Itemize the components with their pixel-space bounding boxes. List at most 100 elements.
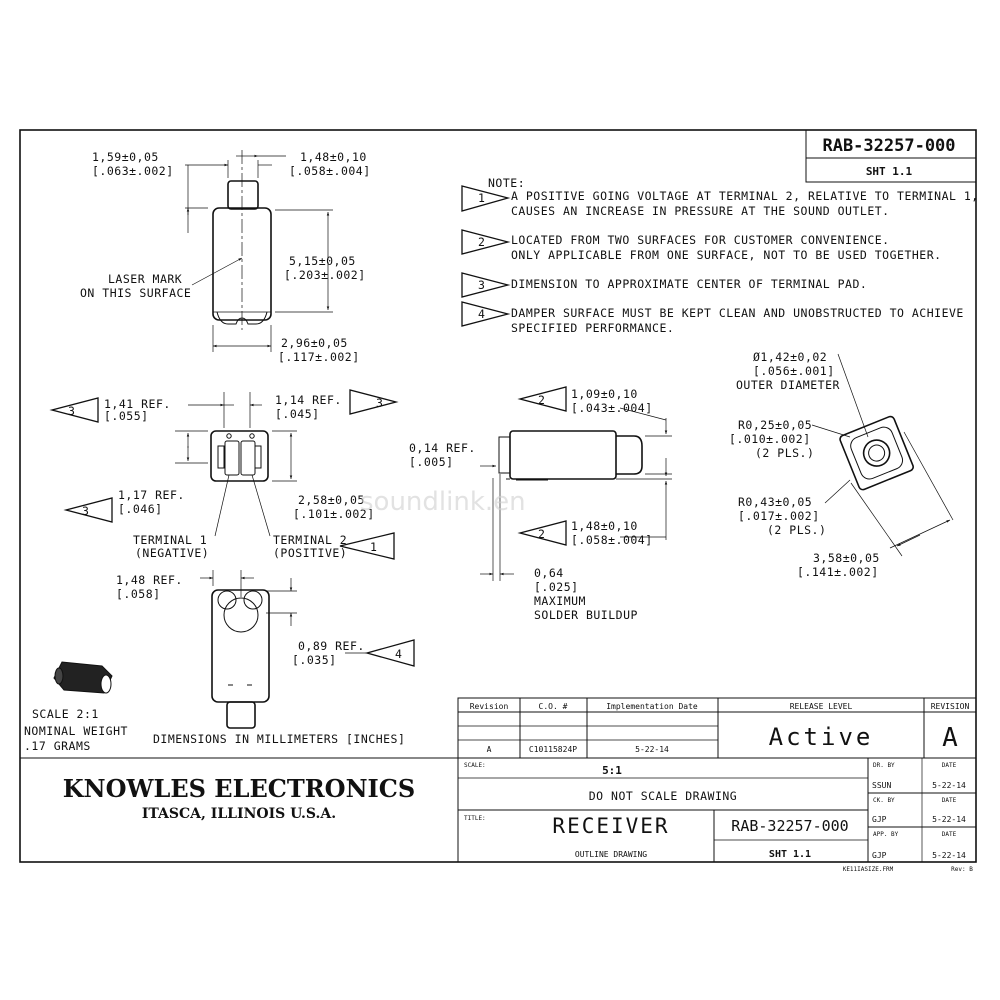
approval-ck-date-label: DATE [942, 797, 957, 804]
flag-2-top [517, 386, 567, 412]
note-flag-1-num: 1 [478, 191, 485, 205]
watermark: soundlink.en [360, 487, 526, 517]
part-number-header: RAB-32257-000 [822, 136, 955, 156]
dim-1-59: 1,59±0,05 [92, 150, 159, 164]
revision-value: A [942, 723, 958, 753]
flag-1 [339, 532, 395, 560]
laser-mark-label-1: LASER MARK [108, 272, 182, 286]
rev-header-co: C.O. # [539, 702, 568, 711]
dim-2-96-in: [.117±.002] [278, 350, 360, 364]
note-4-line-1: DAMPER SURFACE MUST BE KEPT CLEAN AND UN… [511, 306, 964, 320]
revision-label: REVISION [931, 702, 970, 711]
rev-row-co: C10115824P [529, 745, 577, 754]
dim-0-14-in: [.005] [409, 455, 454, 469]
flag-3-left-a [49, 397, 99, 423]
svg-text:1: 1 [370, 540, 377, 554]
revision-table: Revision C.O. # Implementation Date A C1… [457, 697, 977, 759]
end-view-body [839, 415, 914, 491]
note-flag-4 [461, 301, 511, 327]
dim-r0-25-pls: (2 PLS.) [755, 446, 814, 460]
title-part-number: RAB-32257-000 [731, 817, 848, 835]
release-level-value: Active [769, 723, 874, 751]
drawing-title: RECEIVER [552, 814, 669, 838]
note-2-line-2: ONLY APPLICABLE FROM ONE SURFACE, NOT TO… [511, 248, 942, 262]
terminal-1-polarity: (NEGATIVE) [135, 546, 209, 560]
sheet-number-header: SHT 1.1 [866, 165, 913, 178]
dim-1-48-side: 1,48±0,10 [571, 519, 638, 533]
damper-view-nozzle [226, 701, 256, 729]
frame-file-name: KE11IASIZE.FRM [843, 866, 894, 873]
note-3-line-1: DIMENSION TO APPROXIMATE CENTER OF TERMI… [511, 277, 867, 291]
approval-app-date-label: DATE [942, 831, 957, 838]
note-flag-4-num: 4 [478, 307, 485, 321]
note-flag-1 [461, 185, 511, 212]
dim-1-14-in: [.045] [275, 407, 320, 421]
dim-1-59-in: [.063±.002] [92, 164, 174, 178]
dim-3-58: 3,58±0,05 [813, 551, 880, 565]
nominal-weight-label: NOMINAL WEIGHT [24, 724, 128, 738]
dim-dia-1-42: Ø1,42±0,02 [753, 350, 827, 364]
note-2-line-1: LOCATED FROM TWO SURFACES FOR CUSTOMER C… [511, 233, 890, 247]
note-flag-3 [461, 272, 511, 298]
side-view: 2 2 1,09±0,10 [.043±.004] 0,14 REF. [.00… [409, 386, 672, 622]
note-4-line-2: SPECIFIED PERFORMANCE. [511, 321, 674, 335]
title-label: TITLE: [464, 815, 486, 822]
title-block: KNOWLES ELECTRONICS ITASCA, ILLINOIS U.S… [20, 757, 976, 862]
scale-value: 5:1 [602, 764, 622, 777]
scale-label: SCALE: [464, 762, 486, 769]
isometric-sketch: SCALE 2:1 NOMINAL WEIGHT .17 GRAMS [24, 661, 128, 753]
do-not-scale: DO NOT SCALE DRAWING [589, 789, 737, 803]
approval-dr-date: 5-22-14 [932, 781, 966, 790]
dim-1-09-in: [.043±.004] [571, 401, 653, 415]
dim-1-17-in: [.046] [118, 502, 163, 516]
terminal-1-label: TERMINAL 1 [133, 533, 207, 547]
terminal-2-label: TERMINAL 2 [273, 533, 347, 547]
dim-0-89: 0,89 REF. [298, 639, 365, 653]
dim-r0-43: R0,43±0,05 [738, 495, 812, 509]
approval-dr-label: DR. BY [873, 762, 895, 769]
dim-r0-43-in: [.017±.002] [738, 509, 820, 523]
laser-mark-label-2: ON THIS SURFACE [80, 286, 191, 300]
dim-1-14: 1,14 REF. [275, 393, 342, 407]
approval-dr-name: SSUN [872, 781, 891, 790]
approval-ck-date: 5-22-14 [932, 815, 966, 824]
dim-5-15-in: [.203±.002] [284, 268, 366, 282]
note-flag-2 [461, 229, 511, 255]
terminal-2-polarity: (POSITIVE) [273, 546, 347, 560]
note-1-line-1: A POSITIVE GOING VOLTAGE AT TERMINAL 2, … [511, 189, 979, 203]
dim-1-48-side-in: [.058±.004] [571, 533, 653, 547]
dim-3-58-in: [.141±.002] [797, 565, 879, 579]
drawing-subtitle: OUTLINE DRAWING [575, 850, 647, 859]
dim-1-41-in: [.055] [104, 409, 149, 423]
dim-0-14: 0,14 REF. [409, 441, 476, 455]
dim-r0-43-pls: (2 PLS.) [767, 523, 826, 537]
release-level-label: RELEASE LEVEL [790, 702, 853, 711]
dim-1-48-top-in: [.058±.004] [289, 164, 371, 178]
dim-2-58-in: [.101±.002] [293, 507, 375, 521]
dim-0-89-in: [.035] [292, 653, 337, 667]
top-view-nozzle [227, 180, 259, 210]
dim-2-58: 2,58±0,05 [298, 493, 365, 507]
rev-header-revision: Revision [470, 702, 509, 711]
top-view: 1,59±0,05 [.063±.002] 1,48±0,10 [.058±.0… [80, 150, 371, 364]
dim-1-09: 1,09±0,10 [571, 387, 638, 401]
damper-view: 4 1,48 REF. [.058] 0,89 REF. [.035] [116, 570, 415, 729]
frame-rev: Rev: B [951, 866, 973, 873]
dim-5-15: 5,15±0,05 [289, 254, 356, 268]
note-flag-3-num: 3 [478, 278, 485, 292]
approval-dr-date-label: DATE [942, 762, 957, 769]
approval-app-date: 5-22-14 [932, 851, 966, 860]
dim-r0-25: R0,25±0,05 [738, 418, 812, 432]
dim-dia-1-42-in: [.056±.001] [753, 364, 835, 378]
rev-row-revision: A [487, 745, 492, 754]
scale-note: SCALE 2:1 [32, 707, 99, 721]
terminal-view-body [210, 430, 269, 482]
note-1-line-2: CAUSES AN INCREASE IN PRESSURE AT THE SO… [511, 204, 890, 218]
dim-1-17: 1,17 REF. [118, 488, 185, 502]
drawing-border [19, 129, 977, 863]
outer-diameter-label: OUTER DIAMETER [736, 378, 840, 392]
flag-3-right [349, 389, 399, 415]
svg-text:3: 3 [68, 404, 75, 418]
solder-buildup-label: SOLDER BUILDUP [534, 608, 638, 622]
